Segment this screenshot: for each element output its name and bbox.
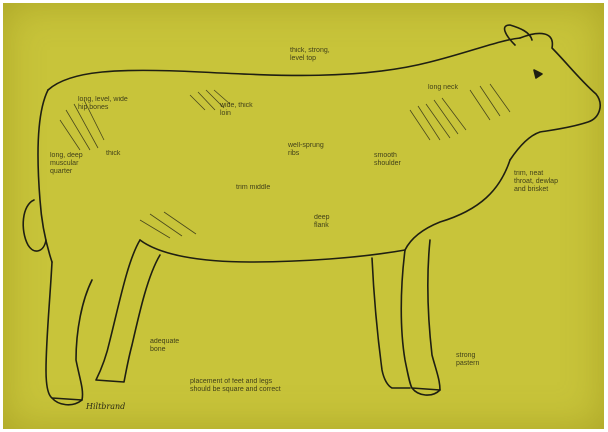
rump-outline <box>38 90 52 262</box>
hatch-neck <box>470 84 510 120</box>
hatch-flank <box>140 212 196 238</box>
label-rump-thick: thick <box>106 150 120 158</box>
belly-outline <box>140 240 405 262</box>
label-pastern: strongpastern <box>456 352 479 368</box>
hind-leg-outline <box>46 262 92 400</box>
hatch-shoulder <box>410 98 466 140</box>
label-shoulder: smoothshoulder <box>374 152 401 168</box>
label-barrel: trim middle <box>236 184 270 192</box>
label-hock: adequatebone <box>150 338 179 354</box>
label-loin-wide: wide, thickloin <box>220 102 253 118</box>
label-loin-long: long, level, widehip bones <box>78 96 128 112</box>
label-brisket: trim, neatthroat, dewlapand brisket <box>514 170 558 194</box>
label-topline: thick, strong,level top <box>290 47 330 63</box>
label-long-neck: long neck <box>428 84 458 92</box>
artist-signature: Hiltbrand <box>86 402 125 411</box>
hind-leg-inner <box>96 240 160 382</box>
topline-outline <box>48 38 520 90</box>
label-feet: placement of feet and legsshould be squa… <box>190 378 281 394</box>
brisket-outline <box>405 160 510 250</box>
head-outline <box>510 33 600 160</box>
front-leg-outline <box>401 240 440 390</box>
label-spring-ribs: well-sprungribs <box>288 142 324 158</box>
front-leg-inner <box>372 258 410 388</box>
label-rump-quarter: long, deepmuscularquarter <box>50 152 83 176</box>
eye <box>534 70 542 78</box>
label-flank: deepflank <box>314 214 330 230</box>
